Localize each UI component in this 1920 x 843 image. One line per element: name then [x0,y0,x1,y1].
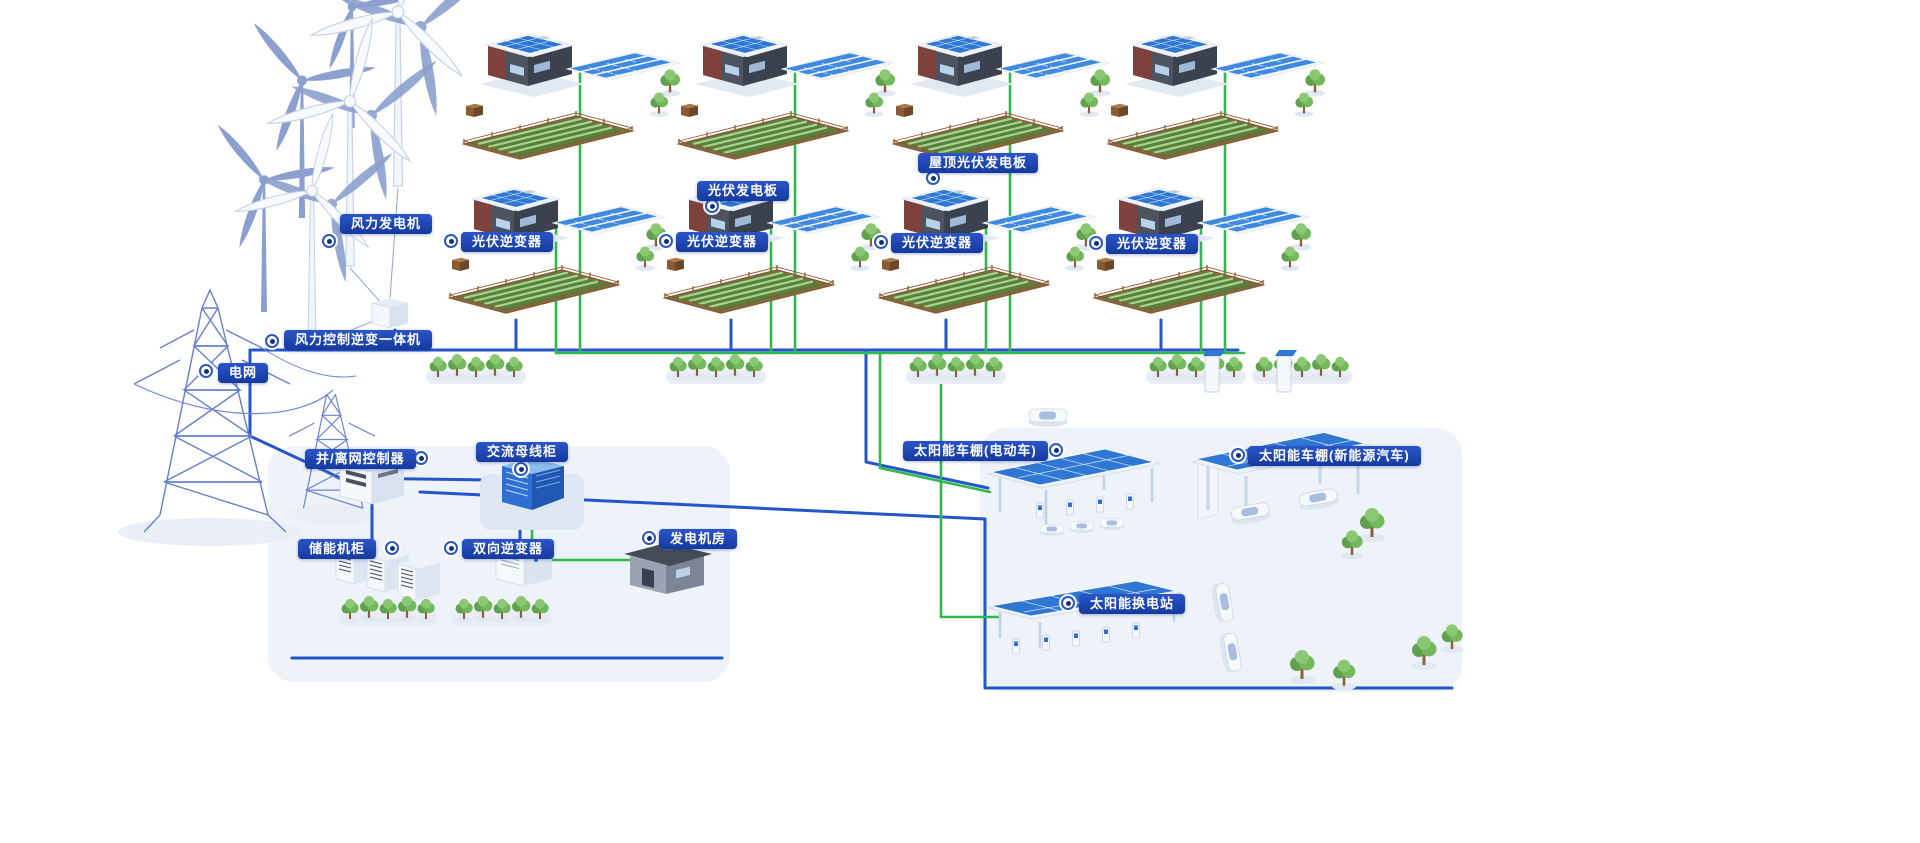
label-pv-inverter-3: 光伏逆变器 [891,233,984,253]
car-icon [1027,408,1069,428]
label-on-off-grid-controller: 并/离网控制器 [305,449,416,469]
car-icon [1039,524,1065,537]
dot-bidirectional-inverter [444,541,458,555]
car-icon [1069,521,1095,534]
label-pv-panel: 光伏发电板 [697,181,790,201]
label-rooftop-pv-panel: 屋顶光伏发电板 [918,153,1039,173]
residential-unit [464,34,680,159]
ev-charger-tower [1203,350,1225,393]
dot-wind-control-inverter [265,334,279,348]
car-icon [1099,518,1125,531]
label-wind-turbine: 风力发电机 [340,214,433,234]
label-power-grid: 电网 [218,363,269,383]
ev-charger-icon [1066,499,1074,516]
dot-pv-inverter-1 [444,234,458,248]
label-pv-inverter-2: 光伏逆变器 [676,232,769,252]
dot-pv-inverter-4 [1089,236,1103,250]
dot-solar-swap-station [1061,596,1075,610]
dot-pv-inverter-2 [659,234,673,248]
tree-row [338,596,438,626]
dot-pv-panel [705,199,719,213]
dot-power-grid [199,364,213,378]
label-ac-busbar-cabinet: 交流母线柜 [476,442,569,462]
dot-solar-carport-ev [1049,443,1063,457]
label-bidirectional-inverter: 双向逆变器 [462,539,555,559]
dot-on-off-grid-controller [414,451,428,465]
equipment-platform-right [980,428,1462,692]
ev-charger-icon [1042,634,1050,651]
ev-charger-icon [1102,626,1110,643]
dot-generator-room [642,531,656,545]
label-solar-swap-station: 太阳能换电站 [1079,594,1186,614]
ev-charger-icon [1096,496,1104,513]
ev-charger-icon [1132,622,1140,639]
tree-row [1252,354,1352,384]
tree-row [666,354,766,384]
residential-unit [894,34,1110,159]
label-solar-carport-ev: 太阳能车棚(电动车) [903,441,1048,461]
tree-row [906,354,1006,384]
tower-ground-shadow [118,518,302,546]
dot-wind-turbine [322,234,336,248]
tree-row [1146,354,1246,384]
label-pv-inverter-1: 光伏逆变器 [461,232,554,252]
tree-row [452,596,552,626]
ev-charger-tower [1275,350,1297,393]
ev-charger-icon [1126,493,1134,510]
label-energy-storage-cabinet: 储能机柜 [298,539,377,559]
dot-pv-inverter-3 [874,235,888,249]
label-wind-control-inverter: 风力控制逆变一体机 [284,330,433,350]
ev-charger-icon [1036,502,1044,519]
ev-charger-icon [1012,638,1020,655]
wind-control-inverter-box [371,298,408,329]
label-pv-inverter-4: 光伏逆变器 [1106,234,1199,254]
solar-carport-ev-structure [987,448,1161,524]
dot-energy-storage-cabinet [385,541,399,555]
dot-rooftop-pv-panel [926,171,940,185]
residential-unit [679,34,895,159]
label-generator-room: 发电机房 [659,529,738,549]
dot-ac-busbar-cabinet [514,462,528,476]
residential-unit [1109,34,1325,159]
ev-charger-icon [1072,630,1080,647]
tree-row [426,354,526,384]
label-solar-carport-nev: 太阳能车棚(新能源汽车) [1248,446,1421,466]
ac-busbar-cabinet-box [480,458,584,530]
tower-ground-shadow-2 [285,504,385,524]
wind-turbine-icon [307,0,541,186]
dot-solar-carport-nev [1231,448,1245,462]
power-line-blue [248,318,1454,690]
